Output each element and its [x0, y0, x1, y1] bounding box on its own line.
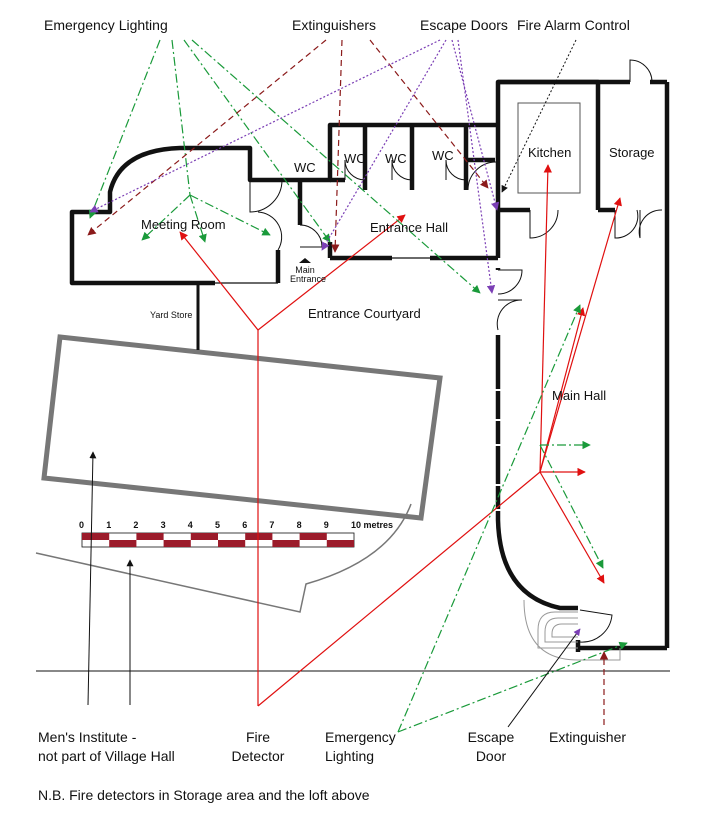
room-entrance-courtyard: Entrance Courtyard: [308, 306, 421, 321]
scale-tick-label: 5: [215, 520, 221, 530]
scale-tick-label: 9: [323, 520, 329, 530]
legend-mens-institute-line1: Men's Institute -: [38, 729, 137, 745]
mens-institute-pointers: [87, 451, 134, 706]
scale-bar-cell: [136, 533, 164, 540]
main-hall-windows: [494, 389, 502, 511]
scale-bar-cell: [272, 540, 300, 547]
scale-tick-label: 4: [187, 520, 193, 530]
main-entrance-line2: Entrance: [290, 274, 327, 284]
main-entrance-arrow: [299, 258, 311, 263]
scale-tick-label: 3: [160, 520, 166, 530]
main-entrance-line1: Main: [295, 265, 315, 275]
escape-door-line-bottom: [507, 628, 581, 728]
legend-escape-doors: Escape Doors: [420, 17, 508, 33]
fire-alarm-control-line: [501, 39, 577, 193]
room-main-hall: Main Hall: [552, 388, 607, 403]
legend-mens-institute: Men's Institute - not part of Village Ha…: [38, 728, 175, 766]
legend-mens-institute-line2: not part of Village Hall: [38, 748, 175, 764]
scale-tick-label: 2: [133, 520, 139, 530]
scale-tick-label: 0: [79, 520, 85, 530]
scale-bar-cell: [245, 533, 273, 540]
legend-escape-door-line1: Escape: [467, 729, 515, 745]
legend-extinguishers: Extinguishers: [292, 17, 377, 33]
room-wc-4: WC: [432, 148, 454, 163]
scale-bar-cell: [190, 533, 218, 540]
room-storage: Storage: [609, 145, 655, 160]
legend-emergency-lighting-bottom: Emergency Lighting: [325, 728, 396, 766]
room-wc-2: WC: [344, 151, 366, 166]
legend-fire-detector-line1: Fire: [245, 729, 271, 745]
legend-emergency-lighting-line2: Lighting: [325, 748, 375, 764]
steps: [523, 599, 621, 661]
legend-escape-door-line2: Door: [475, 748, 507, 764]
scale-tick-label: 6: [242, 520, 248, 530]
building-walls: [69, 79, 670, 652]
door-swings: [249, 59, 663, 643]
room-wc-3: WC: [385, 151, 407, 166]
note-fire-detectors: N.B. Fire detectors in Storage area and …: [38, 787, 370, 803]
room-entrance-hall: Entrance Hall: [370, 220, 449, 235]
scale-bar-cell: [299, 533, 327, 540]
main-entrance-label: Main Entrance: [290, 265, 327, 284]
kitchen-counter: [517, 102, 581, 194]
room-kitchen: Kitchen: [528, 145, 572, 160]
fire-detector-lines: [179, 164, 622, 707]
legend-extinguisher: Extinguisher: [549, 729, 627, 745]
emergency-lighting-lines: [88, 39, 628, 733]
scale-bar-cell: [163, 540, 191, 547]
scale-tick-label: 7: [269, 520, 275, 530]
scale-tick-label: 1: [106, 520, 112, 530]
scale-bar-cell: [218, 540, 246, 547]
scale-bar-cell: [82, 533, 110, 540]
scale-tick-label: 10 metres: [351, 520, 394, 530]
scale-bar-cell: [109, 540, 137, 547]
legend-emergency-lighting-line1: Emergency: [325, 729, 396, 745]
room-wc-1: WC: [294, 160, 316, 175]
scale-tick-label: 8: [296, 520, 302, 530]
legend-emergency-lighting: Emergency Lighting: [44, 17, 168, 33]
scale-bar-cell: [326, 540, 354, 547]
escape-door-lines: [89, 39, 500, 294]
room-meeting-room: Meeting Room: [141, 217, 226, 232]
legend-fire-detector-line2: Detector: [231, 748, 285, 764]
legend-fire-alarm-control: Fire Alarm Control: [517, 17, 630, 33]
legend-escape-door: Escape Door: [460, 728, 522, 766]
room-yard-store: Yard Store: [150, 310, 193, 320]
mens-institute-building: [35, 334, 443, 613]
legend-fire-detector: Fire Detector: [222, 728, 294, 766]
